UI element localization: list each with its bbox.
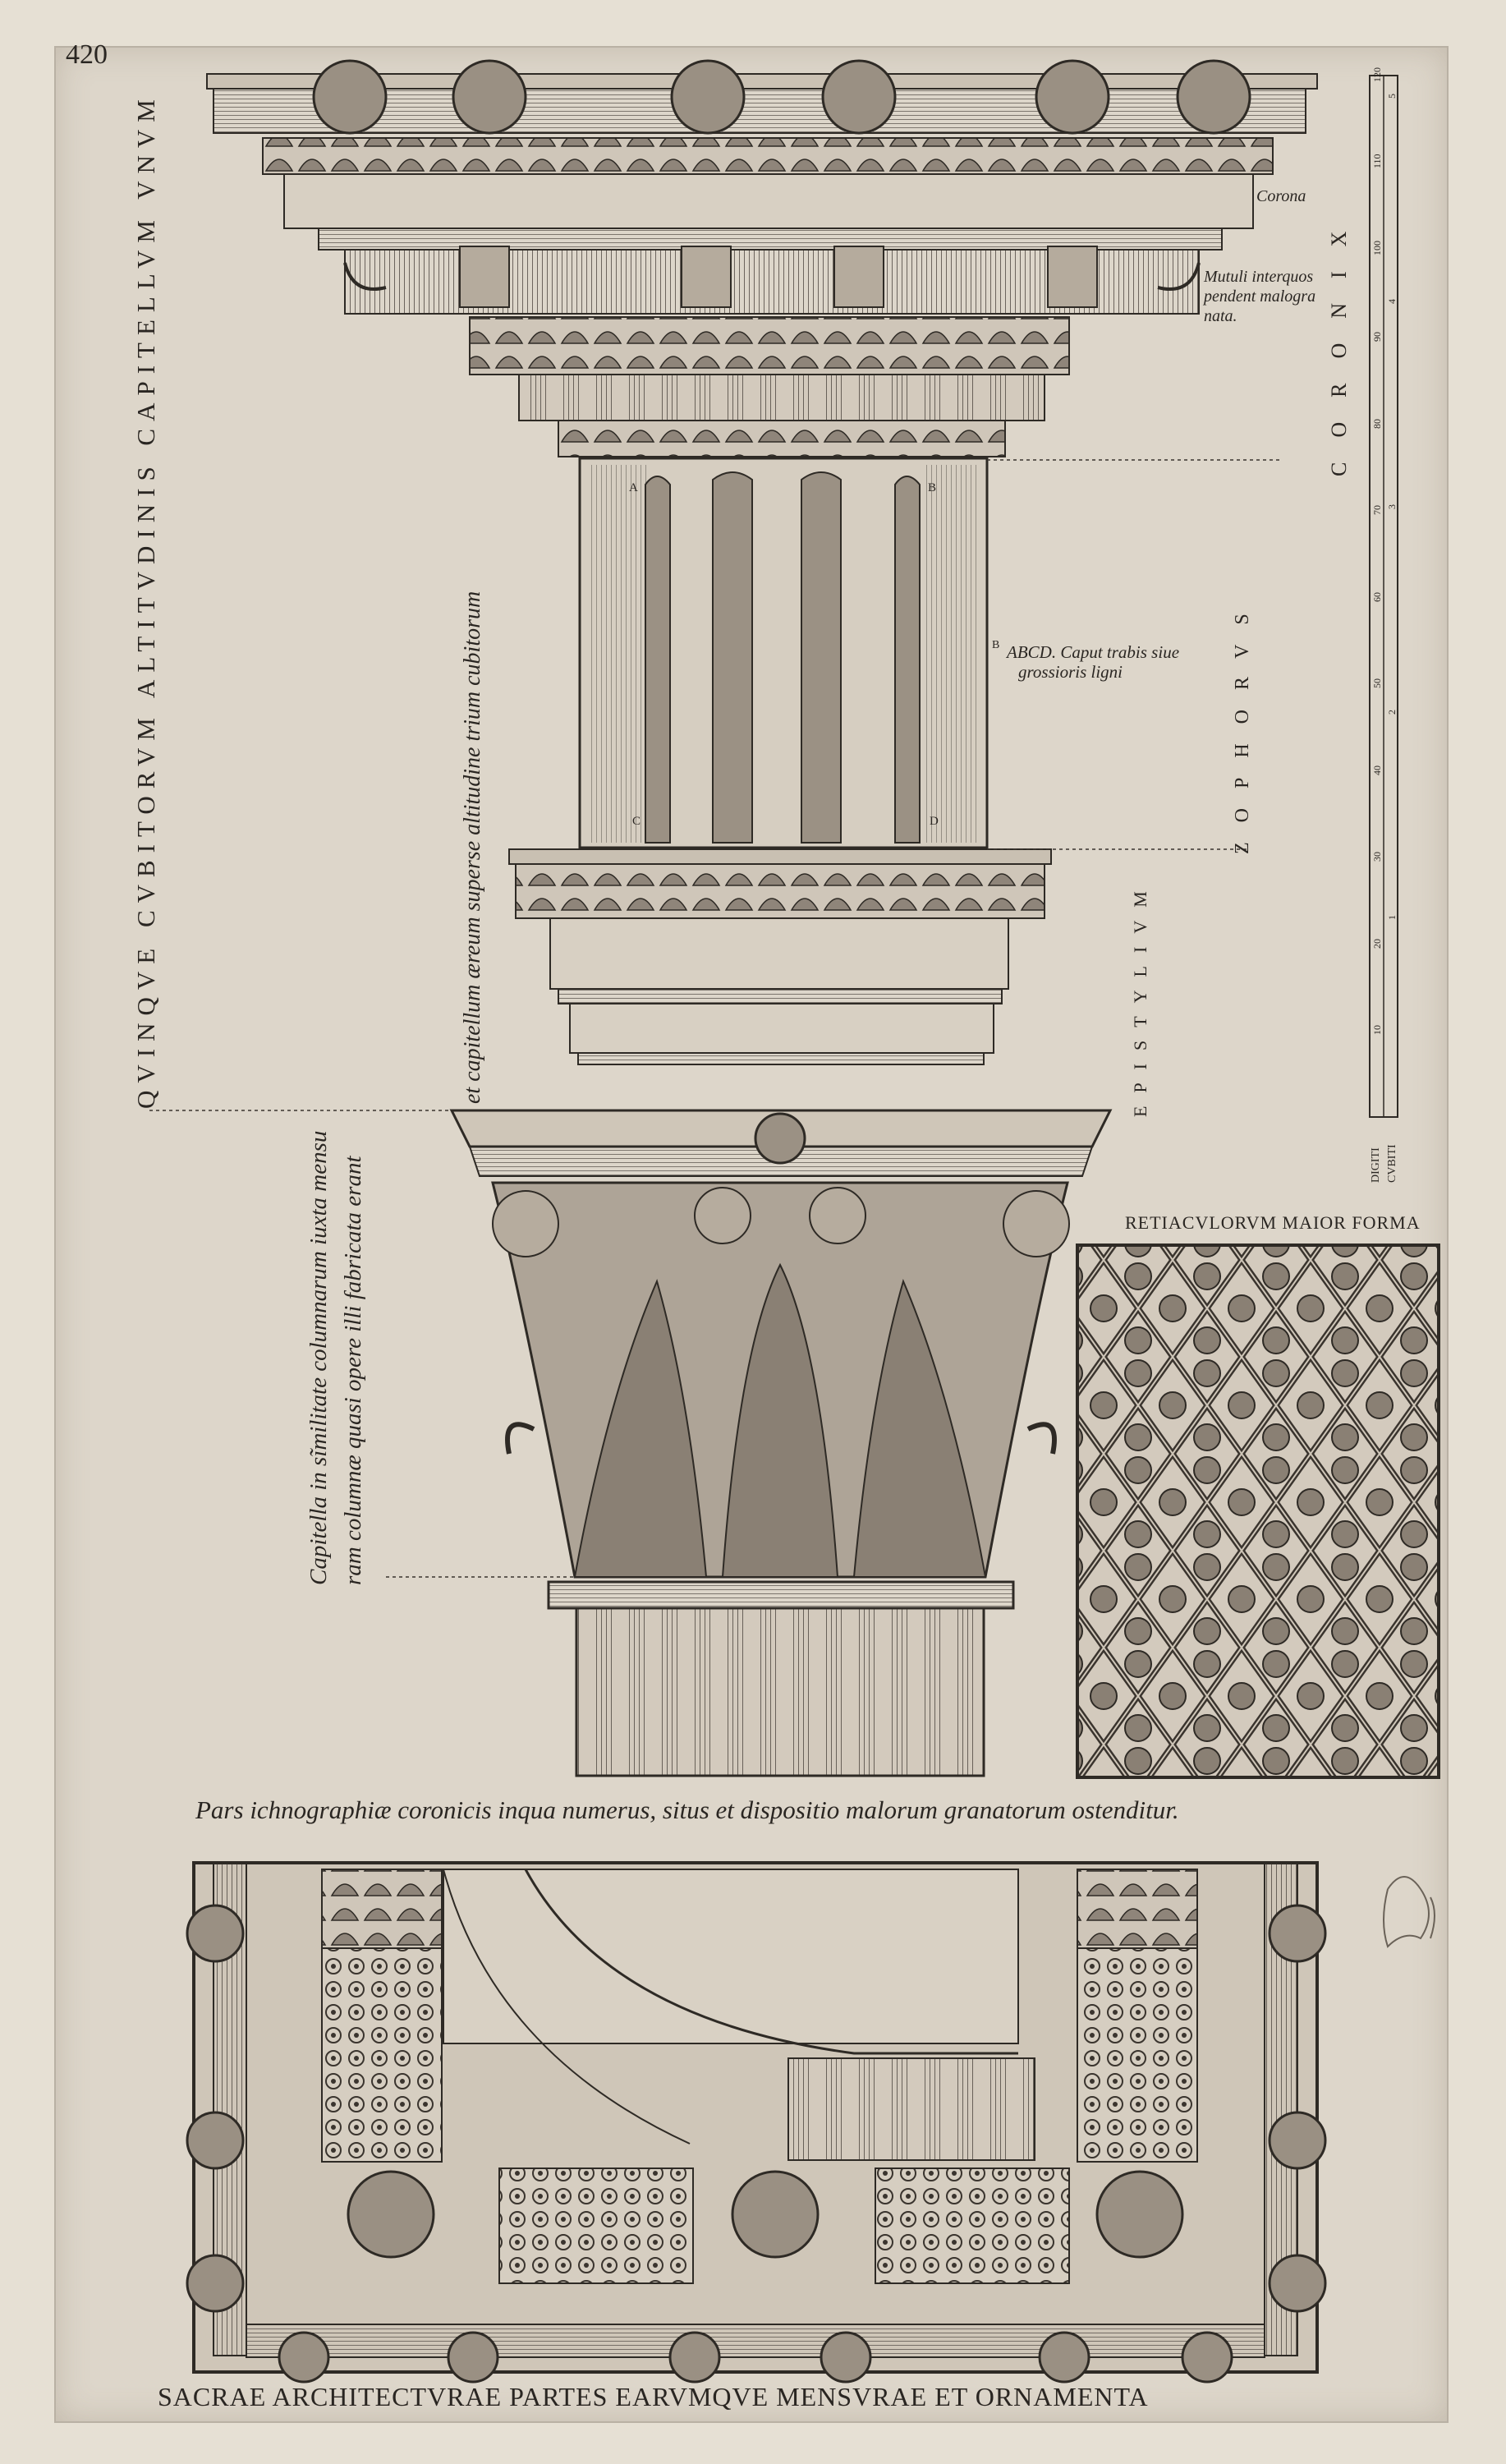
collector-stamp bbox=[1383, 1876, 1435, 1948]
scale-digit-tick: 120 bbox=[1371, 67, 1383, 82]
scale-digit-tick: 10 bbox=[1371, 1025, 1383, 1035]
scale-digit-tick: 30 bbox=[1371, 852, 1383, 862]
bottom-title: SACRAE ARCHITECTVRAE PARTES EARVMQVE MEN… bbox=[158, 2382, 1149, 2411]
note-lower-line2: ram columnæ quasi opere illi fabricata e… bbox=[340, 1156, 366, 1585]
label-abcd-2: grossioris ligni bbox=[1018, 662, 1123, 682]
label-mutuli-3: nata. bbox=[1204, 307, 1237, 325]
plan-ichnography bbox=[186, 1861, 1327, 2384]
scale-digit-tick: 40 bbox=[1371, 765, 1383, 775]
scale-digit-tick: 100 bbox=[1371, 240, 1383, 255]
scale-digit-tick: 60 bbox=[1371, 591, 1383, 602]
note-lower-line1: Capitella in sĩmilitate columnarum iuxta… bbox=[305, 1130, 332, 1585]
scale-cubit-tick: 1 bbox=[1386, 915, 1398, 920]
vertical-title: QVINQVE CVBITORVM ALTITVDINIS CAPITELLVM… bbox=[131, 92, 160, 1109]
label-corona: Corona bbox=[1256, 187, 1306, 205]
label-zophorus: ZOPHORVS bbox=[1232, 594, 1253, 854]
beam-head bbox=[578, 457, 989, 849]
scale-label-digiti: DIGITI bbox=[1370, 1147, 1382, 1183]
page-number: 420 bbox=[66, 39, 108, 70]
guide-lines bbox=[149, 459, 1281, 1578]
label-letter-b2: B bbox=[992, 639, 1000, 651]
label-mutuli-2: pendent malogra bbox=[1204, 287, 1316, 306]
scale-cubit-tick: 4 bbox=[1386, 299, 1398, 304]
scale-digit-tick: 70 bbox=[1371, 505, 1383, 516]
epistylium bbox=[508, 848, 1052, 1065]
measurement-scale bbox=[1369, 75, 1398, 1118]
plan-caption: Pars ichnographiæ coronicis inqua numeru… bbox=[195, 1795, 1179, 1824]
scale-label-cubiti: CVBITI bbox=[1386, 1144, 1398, 1183]
cornice bbox=[206, 59, 1318, 457]
label-abcd-1: ABCD. Caput trabis siue bbox=[1007, 642, 1180, 662]
reticulum-panel bbox=[1076, 1243, 1440, 1779]
fluted-column bbox=[547, 1580, 1015, 1777]
scale-cubit-tick: 2 bbox=[1386, 710, 1398, 715]
label-mutuli-1: Mutuli interquos bbox=[1204, 268, 1314, 286]
note-upper: et capitellum æreum superse altitudine t… bbox=[460, 591, 485, 1104]
label-letter-a: A bbox=[629, 481, 638, 494]
label-letter-b: B bbox=[928, 481, 937, 494]
scale-digit-tick: 110 bbox=[1371, 154, 1383, 169]
label-reticulorum: RETIACVLORVM MAIOR FORMA bbox=[1125, 1212, 1421, 1233]
label-letter-c: C bbox=[632, 815, 641, 828]
scale-digit-tick: 50 bbox=[1371, 678, 1383, 689]
label-letter-d: D bbox=[930, 815, 939, 828]
scale-digit-tick: 20 bbox=[1371, 938, 1383, 949]
scale-digit-tick: 80 bbox=[1371, 418, 1383, 429]
label-epistylium: EPISTYLIVM bbox=[1130, 878, 1150, 1117]
scale-digit-tick: 90 bbox=[1371, 332, 1383, 342]
scale-cubit-tick: 3 bbox=[1386, 504, 1398, 509]
corinthian-capital bbox=[449, 1109, 1113, 1579]
scale-cubit-tick: 5 bbox=[1386, 94, 1398, 99]
label-coronix: CORONIX bbox=[1327, 206, 1351, 476]
